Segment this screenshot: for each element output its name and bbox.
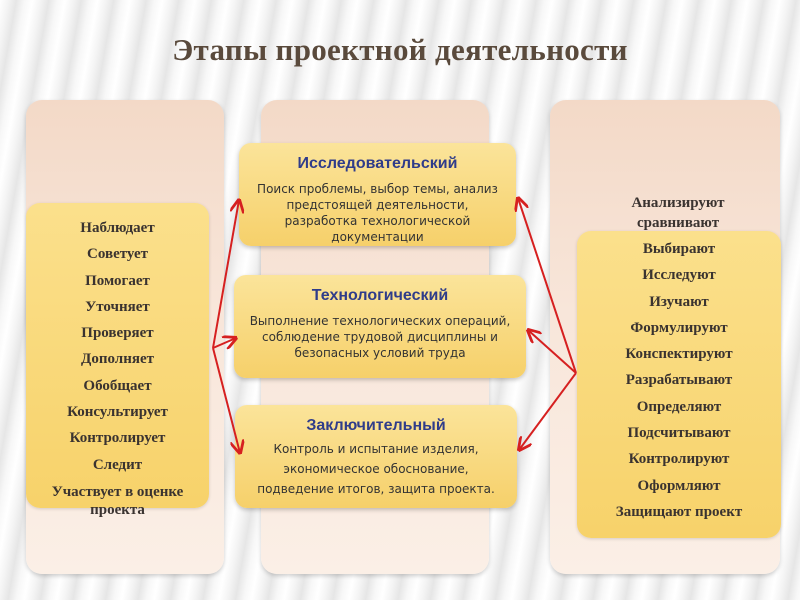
student-actions-list: Выбирают Исследуют Изучают Формулируют К… (577, 236, 781, 525)
stage-title: Технологический (311, 287, 449, 304)
stage-description: Контроль и испытание изделия, экономичес… (257, 442, 495, 496)
student-actions-header: Анализируют сравнивают (578, 193, 778, 233)
teacher-action: Дополняет (81, 351, 154, 368)
teacher-action: Консультирует (67, 404, 168, 421)
arrow-left-to-stage-1 (212, 200, 239, 349)
student-action-header-line: Анализируют (631, 195, 725, 211)
teacher-action: Участвует в оценке проекта (51, 483, 184, 518)
teacher-action: Советует (87, 246, 148, 263)
student-action: Защищают проект (615, 503, 743, 520)
student-action: Конспектируют (625, 346, 733, 363)
teacher-actions-list: Наблюдает Советует Помогает Уточняет Про… (26, 215, 209, 519)
teacher-action: Уточняет (85, 298, 150, 315)
student-actions-box (577, 231, 781, 538)
teacher-action: Проверяет (81, 325, 154, 342)
stage-final: Заключительный Контроль и испытание изде… (235, 405, 517, 508)
arrow-left-to-stage-2 (212, 338, 236, 348)
teacher-action: Следит (92, 456, 143, 473)
teacher-action: Обобщает (83, 377, 152, 394)
student-action: Разрабатывают (625, 372, 733, 389)
student-action: Контролируют (628, 451, 730, 468)
arrow-right-to-stage-2 (528, 330, 577, 374)
student-action-header-line: сравнивают (636, 215, 720, 231)
arrow-left-to-stage-3 (212, 347, 240, 453)
arrow-right-to-stage-1 (518, 198, 577, 374)
teacher-actions-box (26, 203, 209, 508)
stage-title: Заключительный (306, 417, 446, 434)
student-action: Изучают (649, 293, 709, 310)
page-title: Этапы проектной деятельности (172, 32, 628, 67)
student-action: Подсчитывают (627, 425, 731, 442)
stage-description: Выполнение технологических операций, соб… (249, 314, 511, 360)
student-action: Выбирают (642, 241, 716, 257)
student-action: Формулируют (630, 319, 728, 336)
teacher-action: Контролирует (69, 430, 166, 447)
stage-description: Поиск проблемы, выбор темы, анализ предс… (257, 182, 498, 244)
student-action: Оформляют (637, 477, 721, 494)
teacher-action: Помогает (85, 272, 150, 289)
stage-title: Исследовательский (297, 155, 458, 172)
arrow-right-to-stage-3 (519, 372, 577, 450)
teacher-action: Наблюдает (80, 220, 155, 236)
student-action: Определяют (636, 398, 722, 415)
stage-technological: Технологический Выполнение технологическ… (234, 275, 526, 378)
student-action: Исследуют (642, 267, 716, 284)
stage-research: Исследовательский Поиск проблемы, выбор … (239, 143, 516, 246)
